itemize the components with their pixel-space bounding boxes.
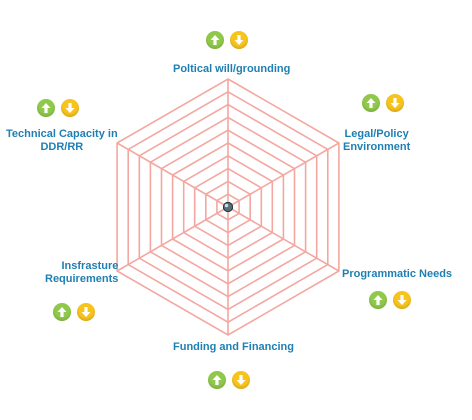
decrease-button[interactable] (232, 371, 250, 389)
axis-spoke (227, 142, 340, 208)
arrow-down-icon (236, 375, 246, 385)
increase-button[interactable] (37, 99, 55, 117)
data-point (223, 202, 233, 212)
arrow-down-icon (234, 35, 244, 45)
controls-programmatic-needs (369, 291, 411, 309)
controls-infrastructure (53, 303, 95, 321)
arrow-down-icon (397, 295, 407, 305)
decrease-button[interactable] (393, 291, 411, 309)
increase-button[interactable] (53, 303, 71, 321)
increase-button[interactable] (369, 291, 387, 309)
controls-funding-financing (208, 371, 250, 389)
increase-button[interactable] (208, 371, 226, 389)
center-point (223, 202, 233, 212)
arrow-down-icon (390, 98, 400, 108)
axis-label-funding-financing: Funding and Financing (173, 341, 294, 353)
axis-spoke (116, 206, 229, 272)
decrease-button[interactable] (61, 99, 79, 117)
controls-political-will (206, 31, 248, 49)
controls-technical-capacity (37, 99, 79, 117)
arrow-down-icon (81, 307, 91, 317)
arrow-up-icon (373, 295, 383, 305)
axis-label-programmatic-needs: Programmatic Needs (342, 268, 453, 280)
axis-label-political-will: Poltical will/grounding (173, 63, 291, 75)
arrow-up-icon (210, 35, 220, 45)
controls-legal-policy (362, 94, 404, 112)
arrow-up-icon (57, 307, 67, 317)
arrow-up-icon (212, 375, 222, 385)
increase-button[interactable] (362, 94, 380, 112)
decrease-button[interactable] (386, 94, 404, 112)
arrow-down-icon (65, 103, 75, 113)
arrow-up-icon (366, 98, 376, 108)
decrease-button[interactable] (77, 303, 95, 321)
radar-spokes (116, 79, 340, 335)
data-point-highlight (224, 203, 229, 208)
increase-button[interactable] (206, 31, 224, 49)
axis-spoke (227, 206, 340, 272)
axis-spoke (116, 142, 229, 208)
decrease-button[interactable] (230, 31, 248, 49)
arrow-up-icon (41, 103, 51, 113)
